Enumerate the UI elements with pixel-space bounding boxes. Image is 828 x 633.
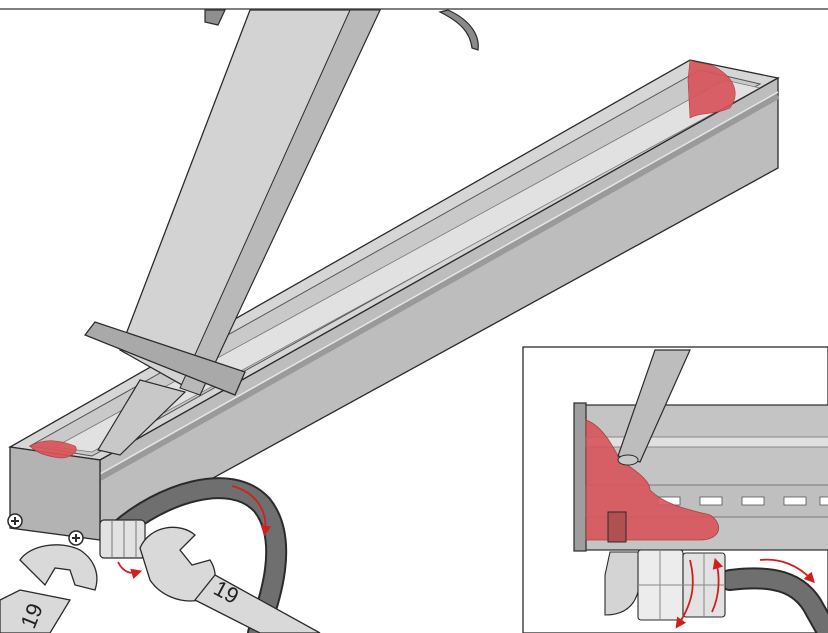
profile-groove: [98, 93, 780, 481]
profile-end-cap: [9, 446, 101, 541]
rotation-arrow-gland: [117, 561, 143, 580]
wrench-left-handle: [0, 589, 72, 633]
wrench-left-head: [19, 544, 98, 591]
screw-left: [7, 513, 23, 529]
sealant-gun: [83, 9, 382, 456]
inset-detail: [522, 346, 828, 633]
screw-right: [68, 530, 84, 546]
nozzle-hook: [438, 9, 479, 51]
inset-rotation-arrow-2: [711, 557, 724, 613]
inset-nozzle: [617, 349, 691, 463]
inset-sealant: [585, 419, 720, 541]
wrench-right-handle: [193, 574, 321, 633]
sealant-blob-far-end: [687, 59, 736, 119]
inset-connector: [607, 511, 627, 543]
inset-profile-end: [573, 402, 587, 552]
small-bracket-top: [204, 9, 226, 26]
gun-flange: [83, 321, 246, 396]
inset-rotation-arrow-3: [759, 558, 815, 584]
inset-gland: [637, 549, 726, 621]
gun-body-side: [179, 9, 381, 396]
inset-rotation-arrow-1: [675, 559, 694, 629]
wrench-right: 19: [139, 526, 321, 633]
rotation-arrow-cable: [231, 485, 272, 537]
wrench-left: 19: [0, 544, 98, 633]
gun-nozzle: [97, 379, 187, 456]
profile-groove-edge: [99, 91, 779, 475]
sealant-blob-near-end: [29, 440, 77, 459]
inset-led-strip: [657, 496, 828, 506]
cable-gland: [99, 519, 146, 559]
